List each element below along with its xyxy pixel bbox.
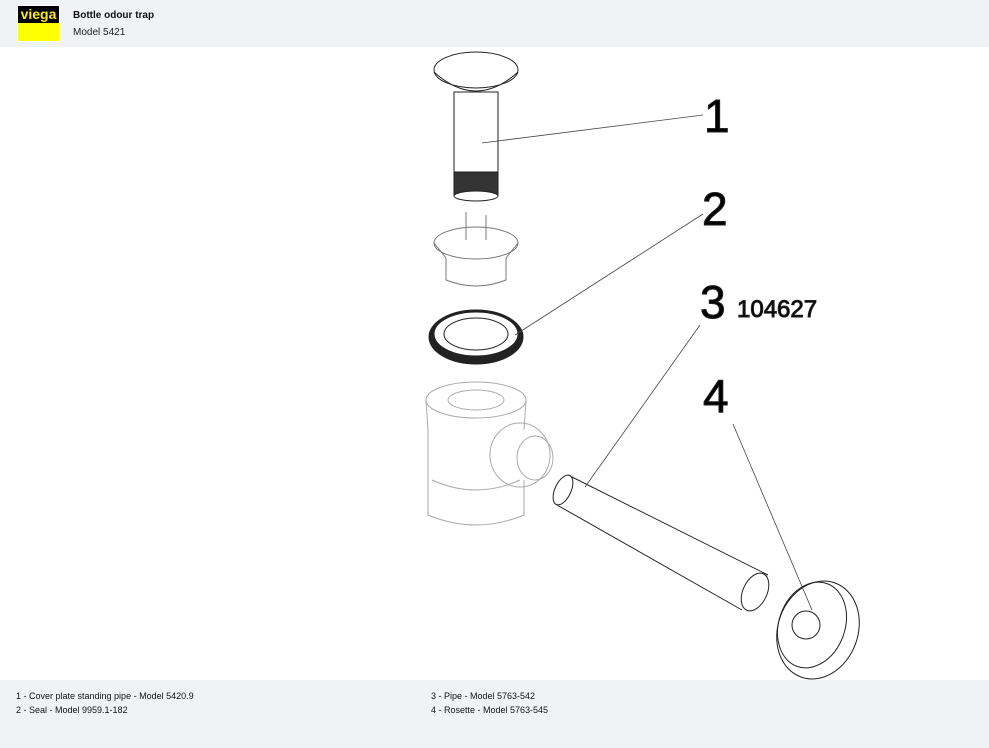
- part-rosette[interactable]: [763, 569, 872, 690]
- callout-2: 2: [702, 183, 728, 235]
- legend-item: 1 - Cover plate standing pipe - Model 54…: [16, 691, 194, 701]
- legend-item: 4 - Rosette - Model 5763-545: [431, 705, 549, 715]
- callout-1: 1: [704, 90, 730, 142]
- part-trap-body: [425, 381, 554, 526]
- viega-logo: viega: [17, 5, 60, 42]
- product-title: Bottle odour trap: [73, 10, 155, 21]
- legend-item: 2 - Seal - Model 9959.1-182: [16, 705, 128, 715]
- part-pipe[interactable]: [549, 472, 774, 615]
- parts-legend: 1 - Cover plate standing pipe - Model 54…: [0, 680, 989, 748]
- callout-3: 3: [700, 276, 726, 328]
- leader-lines: [481, 114, 813, 611]
- product-model: Model 5421: [73, 27, 126, 38]
- legend-item: 3 - Pipe - Model 5763-542: [431, 691, 536, 701]
- header: viega Bottle odour trap Model 5421: [0, 0, 989, 47]
- part-cover-plate-standing-pipe[interactable]: [433, 51, 519, 202]
- article-number: 104627: [737, 296, 817, 323]
- part-strainer: [433, 212, 519, 287]
- part-seal[interactable]: [428, 309, 524, 365]
- callout-4: 4: [703, 370, 729, 422]
